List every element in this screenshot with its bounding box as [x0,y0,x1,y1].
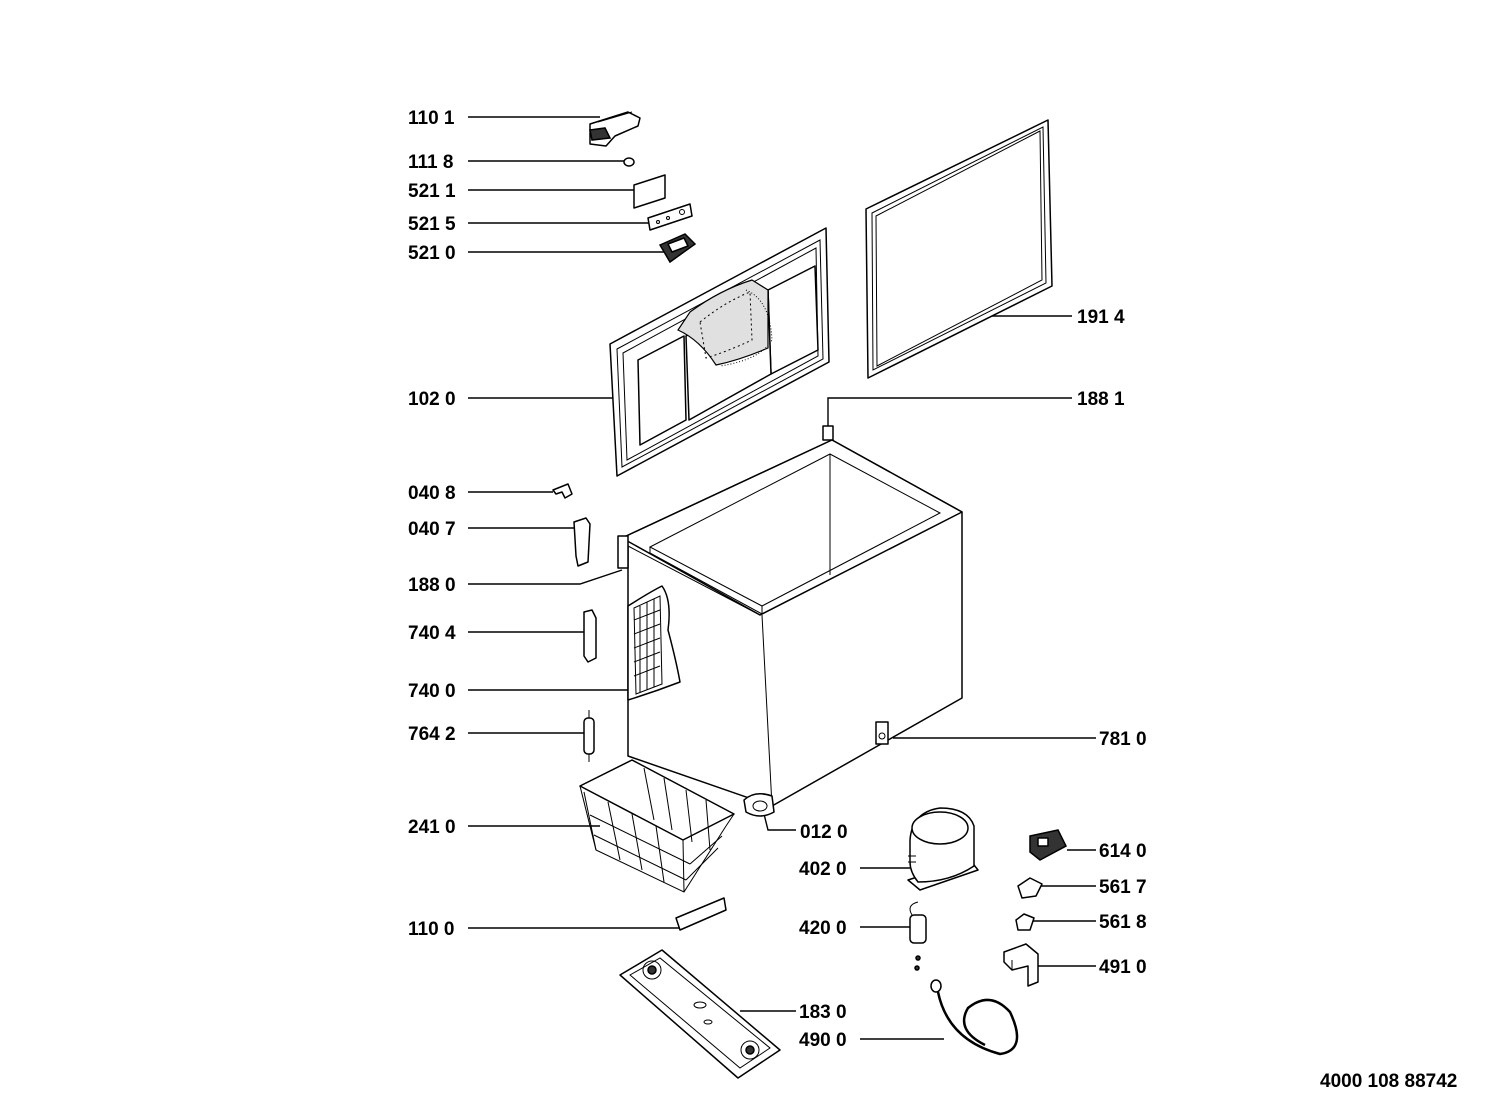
label-561-8: 561 8 [1099,912,1147,933]
label-781-0: 781 0 [1099,729,1147,750]
label-740-0: 740 0 [408,681,456,702]
label-012-0: 012 0 [800,822,848,843]
foot-part [743,793,775,817]
bracket-part [647,203,693,231]
knob-part [623,157,635,167]
clip-part [552,483,573,499]
condenser-bracket-part [583,609,597,663]
hinge-right-part [822,425,834,441]
power-cord-part [930,979,1019,1056]
compressor-part [907,807,979,891]
label-191-4: 191 4 [1077,307,1125,328]
label-521-1: 521 1 [408,181,456,202]
part-labels: 110 1 111 8 521 1 521 5 521 0 191 4 102 … [408,108,1147,1051]
lid-part [609,227,830,477]
label-521-5: 521 5 [408,214,456,235]
connector-dot [915,955,921,961]
label-110-0: 110 0 [408,919,455,940]
cover-561-7-part [1017,877,1043,899]
condenser-part [627,585,681,701]
label-764-2: 764 2 [408,724,456,745]
cover-561-8-part [1015,913,1035,931]
connector-dot [914,965,920,971]
lid-handle-part [589,111,641,147]
label-241-0: 241 0 [408,817,456,838]
document-reference-number: 4000 108 88742 [1320,1071,1457,1092]
label-521-0: 521 0 [408,243,456,264]
label-111-8: 111 8 [408,152,453,173]
compressor-base-plate-part [619,949,781,1079]
relay-part [1029,829,1067,861]
hinge-left-part [617,535,629,569]
leader-lines [468,116,1096,1040]
label-183-0: 183 0 [799,1002,847,1023]
label-561-7: 561 7 [1099,877,1147,898]
label-040-8: 040 8 [408,483,456,504]
basket-part [579,759,735,893]
label-040-7: 040 7 [408,519,456,540]
label-740-4: 740 4 [408,623,456,644]
label-490-0: 490 0 [799,1030,847,1051]
label-188-1: 188 1 [1077,389,1125,410]
label-102-0: 102 0 [408,389,456,410]
label-614-0: 614 0 [1099,841,1147,862]
label-plate-part [633,174,666,209]
freezer-cabinet [621,439,963,807]
label-110-1: 110 1 [408,108,455,129]
capacitor-part [909,901,927,944]
gasket-part [865,119,1053,379]
hinge-cover-part [573,517,591,567]
label-188-0: 188 0 [408,575,456,596]
handle-strip-part [675,897,727,931]
lock-part [658,233,697,264]
label-402-0: 402 0 [799,859,847,880]
label-420-0: 420 0 [799,918,847,939]
filter-drier-part [583,710,595,762]
label-491-0: 491 0 [1099,957,1147,978]
terminal-cover-part [1003,943,1039,987]
